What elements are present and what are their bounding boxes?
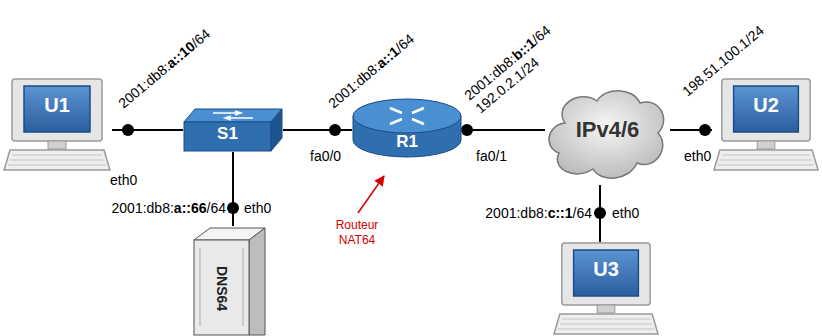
network-link (232, 152, 234, 226)
node-label: U2 (734, 95, 798, 115)
interface-dot (699, 124, 711, 136)
node-label: DNS64 (213, 266, 230, 311)
interface-label: eth0 (612, 205, 639, 222)
interface-label: eth0 (110, 172, 137, 189)
interface-dot (227, 202, 239, 214)
interface-label: fa0/0 (310, 148, 341, 165)
node-label: IPv4/6 (545, 119, 670, 141)
interface-dot (122, 124, 134, 136)
computer-icon (712, 78, 820, 173)
network-link (462, 129, 545, 131)
computer-icon (552, 242, 660, 336)
network-cloud: IPv4/6 (545, 85, 670, 185)
interface-label: eth0 (684, 148, 711, 165)
computer-node: U3 (552, 242, 660, 336)
router-node: R1 (352, 98, 462, 158)
interface-label: fa0/1 (476, 148, 507, 165)
callout-arrow (358, 176, 384, 213)
interface-dot (461, 124, 473, 136)
network-link (283, 129, 352, 131)
computer-node: U1 (2, 78, 112, 173)
interface-dot (329, 124, 341, 136)
node-label: R1 (352, 133, 462, 150)
interface-label: 2001:db8:a::66/64 (112, 200, 226, 217)
computer-icon (2, 78, 112, 173)
server-node: DNS64 (192, 226, 267, 336)
switch-node: S1 (183, 108, 283, 152)
interface-label: eth0 (244, 200, 271, 217)
node-label: S1 (184, 125, 271, 142)
interface-label: 2001:db8:a::10/64 (115, 25, 214, 112)
node-label: U1 (24, 95, 90, 115)
interface-dot (594, 207, 606, 219)
interface-label: 2001:db8:c::1/64 (485, 205, 592, 222)
callout-note: Routeur NAT64 (320, 218, 394, 248)
computer-node: U2 (712, 78, 820, 173)
node-label: U3 (574, 259, 638, 279)
